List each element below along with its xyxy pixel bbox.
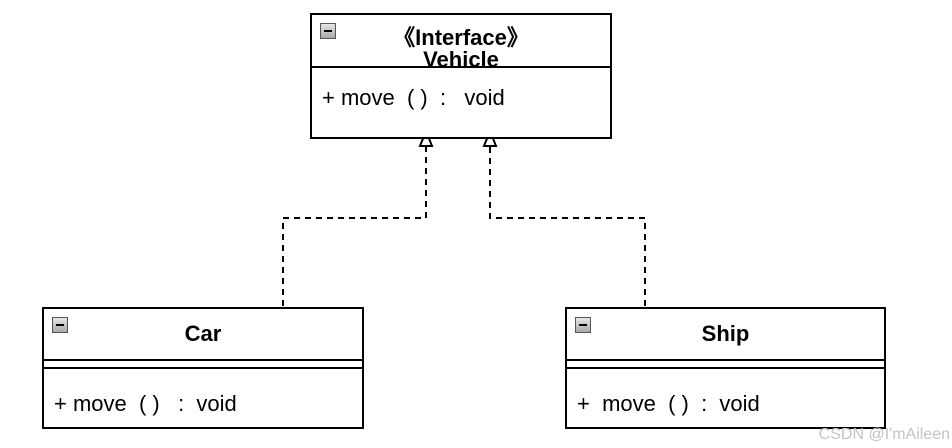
ship-operation: + move ( ) : void xyxy=(577,391,760,416)
attributes-divider xyxy=(44,367,362,369)
ship-class-name: Ship xyxy=(701,321,750,346)
attributes-divider xyxy=(567,367,884,369)
ship-header: Ship xyxy=(567,322,884,346)
watermark: CSDN @I'mAileen xyxy=(818,426,950,443)
header-divider xyxy=(44,359,362,361)
interface-name: Vehicle xyxy=(423,47,499,72)
header-divider xyxy=(312,66,610,68)
collapse-icon[interactable] xyxy=(52,317,68,333)
collapse-icon[interactable] xyxy=(320,23,336,39)
car-operation: + move ( ) : void xyxy=(54,391,237,416)
vehicle-interface-box[interactable]: 《Interface》 Vehicle + move ( ) : void xyxy=(310,13,612,139)
header-divider xyxy=(567,359,884,361)
car-header: Car xyxy=(44,322,362,346)
vehicle-header: 《Interface》 Vehicle xyxy=(312,25,610,72)
realization-ship-vehicle xyxy=(489,146,646,306)
car-class-box[interactable]: Car + move ( ) : void xyxy=(42,307,364,429)
vehicle-operation: + move ( ) : void xyxy=(322,85,505,110)
car-class-name: Car xyxy=(184,321,222,346)
realization-car-vehicle xyxy=(282,146,427,306)
interface-stereotype: 《Interface》 xyxy=(393,25,529,50)
collapse-icon[interactable] xyxy=(575,317,591,333)
ship-class-box[interactable]: Ship + move ( ) : void xyxy=(565,307,886,429)
